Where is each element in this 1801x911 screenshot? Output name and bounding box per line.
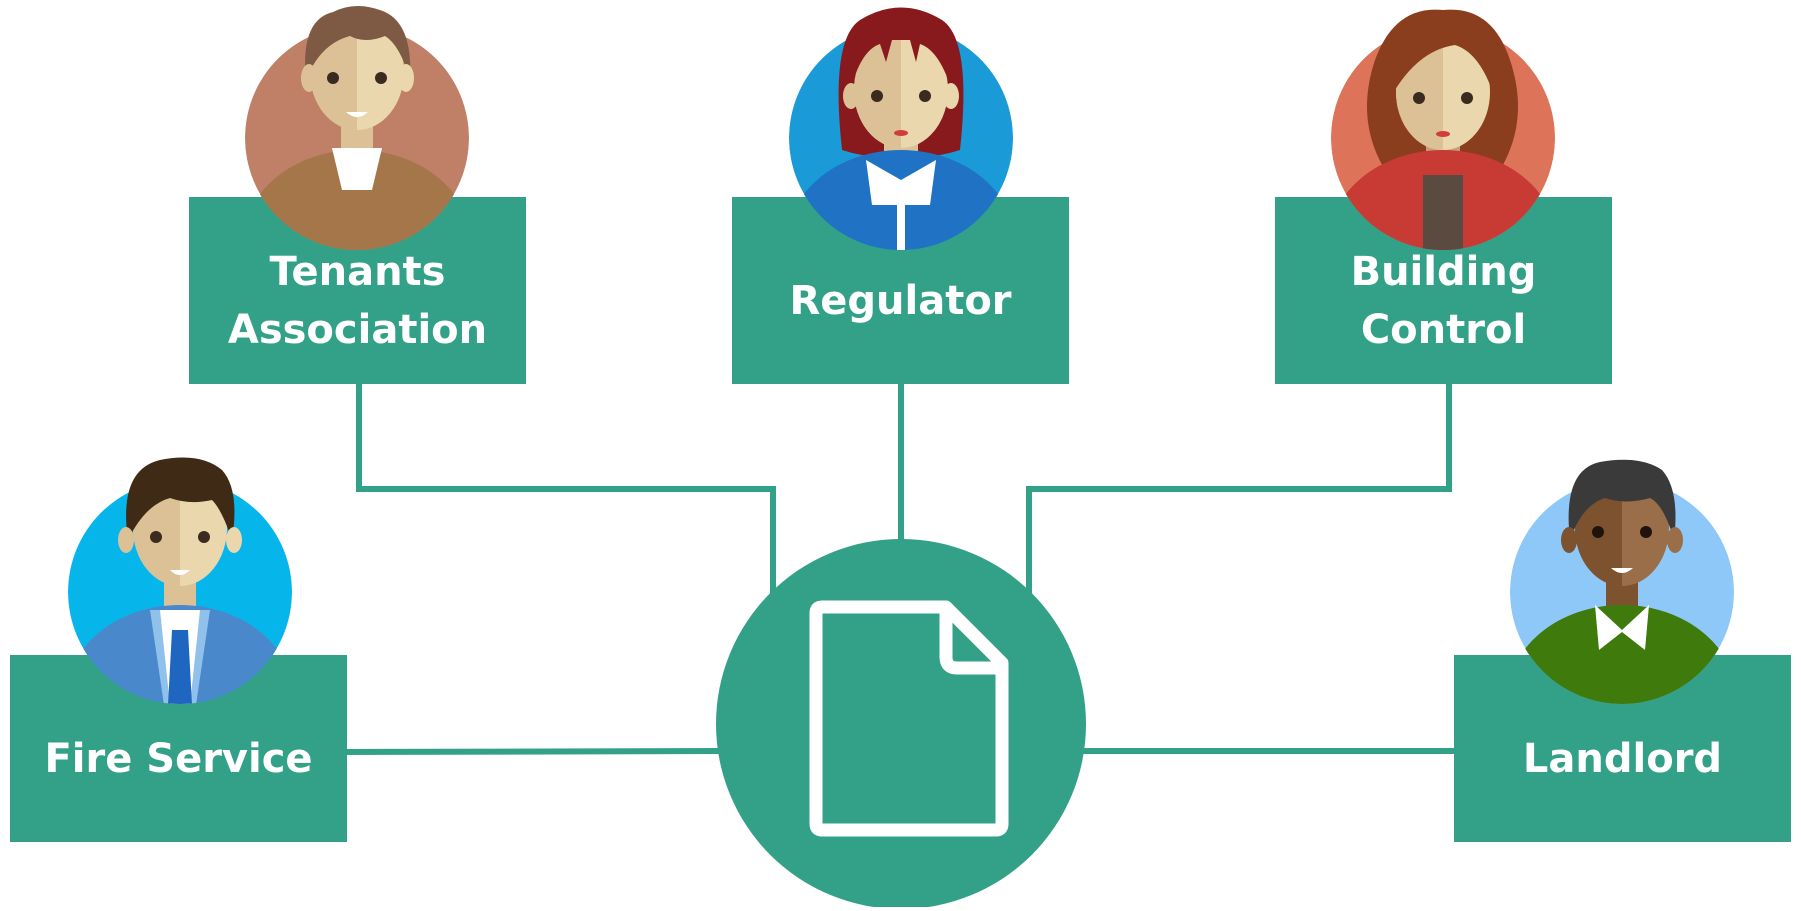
landlord-box: Landlord	[1454, 655, 1791, 842]
connector-building	[1026, 383, 1452, 598]
regulator-label: Regulator	[789, 277, 1012, 324]
building-control-label: Building Control	[1350, 248, 1537, 353]
fire-service-label: Fire Service	[44, 735, 313, 782]
avatar-landlord-head	[1561, 459, 1683, 586]
avatar-tenants-head	[301, 6, 414, 130]
connector-fire	[342, 747, 724, 756]
avatar-fire-head	[118, 457, 242, 586]
avatar-building-head	[1367, 9, 1518, 171]
landlord-label: Landlord	[1522, 735, 1723, 782]
document-hub	[716, 539, 1086, 909]
regulator-box: Regulator	[732, 197, 1069, 384]
connector-lines	[342, 383, 1458, 756]
tenants-association-label: Tenants Association	[227, 248, 488, 353]
fire-service-box: Fire Service	[10, 655, 347, 842]
tenants-association-box: Tenants Association	[189, 197, 526, 384]
document-icon	[809, 600, 1009, 837]
building-control-box: Building Control	[1275, 197, 1612, 384]
avatar-regulator-head	[838, 7, 964, 160]
connector-tenants	[356, 383, 776, 598]
